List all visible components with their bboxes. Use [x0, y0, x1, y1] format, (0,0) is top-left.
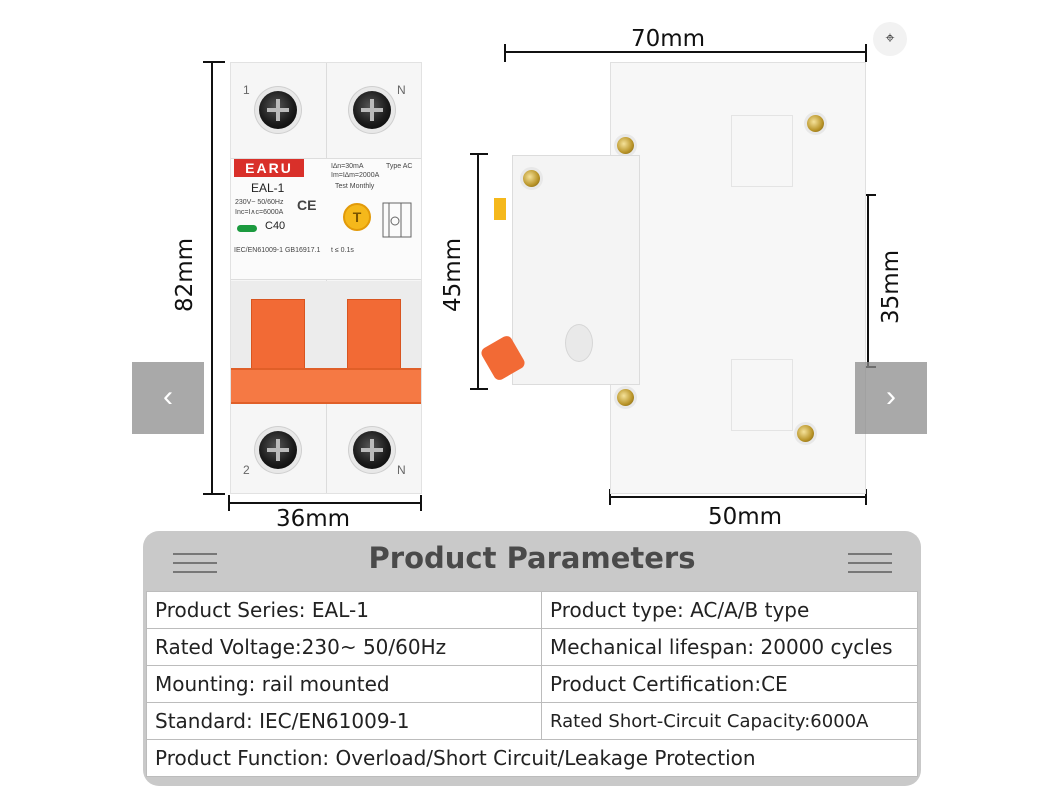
rivet-icon: [807, 115, 824, 132]
terminal-screw-icon: [353, 91, 391, 129]
table-row: Product Function: Overload/Short Circuit…: [146, 739, 918, 777]
dim-height-rail: 35mm: [878, 249, 905, 325]
leakage-text: Im=I∆m=2000A: [331, 172, 380, 179]
test-text: Test Monthly: [335, 183, 375, 190]
terminal-label: N: [397, 463, 406, 477]
test-button: T: [343, 203, 371, 231]
param-cell: Rated Short-Circuit Capacity:6000A: [541, 702, 918, 740]
rivet-icon: [617, 389, 634, 406]
param-cell: Standard: IEC/EN61009-1: [146, 702, 542, 740]
breaker-lever: [251, 299, 305, 379]
trip-time-text: t ≤ 0.1s: [331, 247, 354, 254]
leakage-text: I∆n=30mA: [331, 163, 364, 170]
lever-tie-bar: [231, 368, 421, 404]
dim-height-side: 45mm: [440, 237, 467, 313]
rivet-icon: [617, 137, 634, 154]
type-text: Type AC: [386, 163, 413, 170]
test-button-side: [494, 198, 506, 220]
rivet-icon: [523, 170, 540, 187]
rating-text: Inc=I∧c=6000A: [235, 209, 284, 216]
product-parameters-panel: Product Parameters Product Series: EAL-1…: [143, 531, 921, 786]
wiring-diagram-icon: [382, 202, 412, 238]
terminal-screw-icon: [353, 431, 391, 469]
breaker-lever: [347, 299, 401, 379]
params-title: Product Parameters: [368, 541, 696, 575]
param-cell: Mechanical lifespan: 20000 cycles: [541, 628, 918, 666]
brand-logo: EARU: [234, 159, 304, 177]
breaker-label-panel: EARU EAL-1 230V~ 50/60Hz Inc=I∧c=6000A C…: [231, 158, 421, 280]
terminal-label: N: [397, 83, 406, 97]
rivet-icon: [797, 425, 814, 442]
dimension-lines: [203, 44, 876, 511]
table-row: Standard: IEC/EN61009-1 Rated Short-Circ…: [146, 702, 918, 740]
breaker-front-image: 1 N EARU EAL-1 230V~ 50/60Hz Inc=I∧c=600…: [230, 62, 422, 494]
decorative-lines-icon: [173, 553, 217, 580]
table-row: Product Series: EAL-1 Product type: AC/A…: [146, 591, 918, 629]
param-cell: Product Series: EAL-1: [146, 591, 542, 629]
terminal-label: 2: [243, 463, 250, 477]
status-indicator: [237, 225, 257, 232]
params-table: Product Series: EAL-1 Product type: AC/A…: [146, 591, 918, 777]
table-row: Rated Voltage:230~ 50/60Hz Mechanical li…: [146, 628, 918, 666]
param-cell: Rated Voltage:230~ 50/60Hz: [146, 628, 542, 666]
terminal-label: 1: [243, 83, 250, 97]
curve-label: C40: [265, 220, 286, 232]
param-cell: Product Certification:CE: [541, 665, 918, 703]
param-cell-function: Product Function: Overload/Short Circuit…: [146, 739, 918, 777]
breaker-side-image: [610, 62, 866, 494]
decorative-lines-icon: [848, 553, 892, 580]
table-row: Mounting: rail mounted Product Certifica…: [146, 665, 918, 703]
model-label: EAL-1: [251, 181, 285, 195]
prev-image-button[interactable]: ‹: [132, 362, 204, 434]
terminal-screw-icon: [259, 91, 297, 129]
dim-width-side-top: 70mm: [631, 26, 706, 52]
dim-width-front: 36mm: [276, 506, 351, 532]
ce-mark: CE: [297, 197, 317, 213]
dim-height-front: 82mm: [172, 237, 199, 313]
terminal-screw-icon: [259, 431, 297, 469]
breaker-side-front: [512, 155, 640, 385]
dim-width-side-bottom: 50mm: [708, 504, 783, 530]
rating-text: 230V~ 50/60Hz: [235, 199, 284, 206]
zoom-icon[interactable]: ⌖: [873, 22, 907, 56]
param-cell: Mounting: rail mounted: [146, 665, 542, 703]
param-cell: Product type: AC/A/B type: [541, 591, 918, 629]
next-image-button[interactable]: ›: [855, 362, 927, 434]
standard-text: IEC/EN61009-1 GB16917.1: [234, 247, 321, 254]
